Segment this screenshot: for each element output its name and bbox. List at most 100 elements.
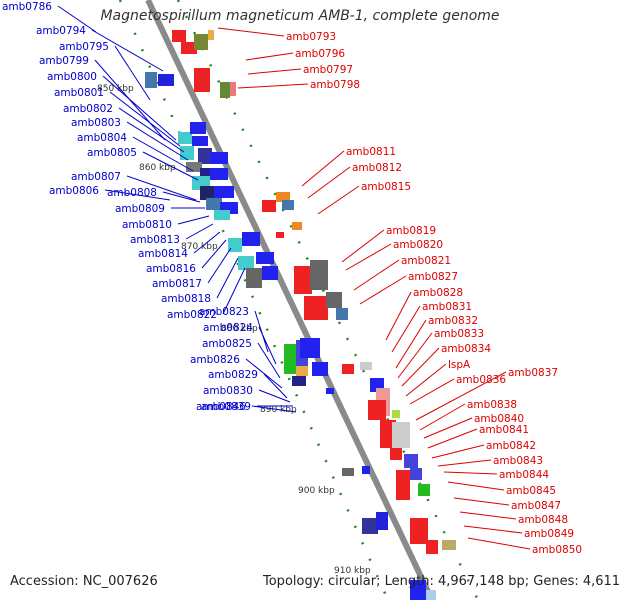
left-gene-leader (177, 215, 210, 225)
gene-feature-10 (190, 122, 206, 134)
right-gene-label: amb0827 (408, 271, 458, 283)
right-gene-label: amb0798 (310, 79, 360, 91)
gene-feature-61 (362, 466, 370, 474)
gene-feature-25 (282, 200, 294, 210)
gene-feature-52 (392, 410, 400, 418)
gene-feature-39 (336, 308, 348, 320)
tick-track-1 (176, 0, 480, 600)
map-title: Magnetospirillum magneticum AMB-1, compl… (100, 8, 500, 24)
left-gene-label: amb0794 (36, 25, 86, 37)
right-gene-label: amb0836 (456, 374, 506, 386)
gene-feature-35 (294, 266, 312, 294)
gene-feature-40 (284, 344, 298, 374)
right-gene-leader (217, 27, 285, 37)
left-gene-leader (258, 326, 277, 365)
right-gene-label: amb0849 (524, 528, 574, 540)
gene-feature-43 (296, 366, 308, 376)
right-gene-label: amb0815 (361, 181, 411, 193)
gene-feature-62 (362, 518, 378, 534)
left-gene-label: amb0808 (107, 187, 157, 199)
gene-feature-65 (426, 540, 438, 554)
right-gene-leader (419, 403, 466, 431)
right-gene-leader (359, 275, 407, 305)
gene-feature-37 (304, 296, 328, 320)
gene-feature-19 (200, 186, 218, 200)
left-label-layer: amb0786amb0794amb0795amb0799amb0800amb08… (2, 1, 297, 413)
left-gene-label: amb0814 (138, 248, 188, 260)
left-gene-label: amb0824 (203, 322, 253, 334)
left-gene-label: amb0809 (115, 203, 165, 215)
right-gene-leader (245, 52, 294, 61)
left-gene-leader (216, 257, 239, 299)
gene-feature-11 (192, 136, 208, 146)
right-gene-leader (307, 166, 351, 199)
right-label-layer: amb0793amb0796amb0797amb0798amb0811amb08… (217, 27, 582, 556)
right-gene-label: amb0793 (286, 31, 336, 43)
left-gene-leader (185, 223, 214, 240)
gene-feature-8 (230, 82, 236, 96)
right-gene-leader (423, 417, 473, 439)
left-gene-leader (258, 389, 291, 403)
right-gene-label: amb0847 (511, 500, 561, 512)
left-gene-label: amb0829 (208, 369, 258, 381)
right-gene-label: amb0844 (499, 469, 549, 481)
left-gene-label: amb0800 (47, 71, 97, 83)
gene-feature-46 (326, 388, 334, 394)
right-gene-leader (437, 459, 492, 467)
right-gene-label: amb0842 (486, 440, 536, 452)
gene-feature-54 (392, 422, 410, 448)
left-gene-leader (109, 91, 181, 147)
gene-feature-17 (210, 168, 228, 180)
right-gene-label: amb0850 (532, 544, 582, 556)
left-gene-leader (132, 136, 194, 172)
right-gene-label: amb0820 (393, 239, 443, 251)
gene-feature-12 (180, 146, 194, 160)
right-gene-leader (427, 428, 478, 449)
gene-feature-42 (300, 338, 320, 358)
gene-feature-29 (228, 238, 242, 252)
right-gene-label: amb0831 (422, 301, 472, 313)
right-gene-label: amb0819 (386, 225, 436, 237)
gene-feature-2 (194, 34, 208, 50)
left-gene-leader (193, 231, 221, 254)
gene-feature-58 (396, 470, 410, 500)
left-gene-leader (114, 45, 151, 101)
gene-feature-51 (368, 400, 386, 420)
gene-feature-24 (276, 192, 290, 202)
tick-layer (118, 0, 480, 600)
left-gene-leader (245, 358, 283, 389)
left-gene-label: amb0810 (122, 219, 172, 231)
topology-text: Topology: circular; Length: 4,967,148 bp… (263, 574, 620, 589)
left-gene-label: amb0817 (152, 278, 202, 290)
tick-track-0 (118, 0, 390, 600)
right-gene-leader (341, 229, 385, 263)
gene-feature-21 (206, 198, 222, 210)
gene-feature-1 (181, 42, 197, 54)
gene-feature-13 (198, 148, 212, 164)
right-gene-label: amb0841 (479, 424, 529, 436)
left-gene-label: amb0803 (71, 117, 121, 129)
gene-feature-36 (310, 260, 328, 290)
left-gene-label: amb0795 (59, 41, 109, 53)
gene-feature-63 (376, 512, 388, 530)
gene-feature-67 (410, 580, 426, 600)
right-gene-label: amb0843 (493, 455, 543, 467)
left-gene-leader (142, 151, 199, 181)
gene-feature-47 (342, 364, 354, 374)
left-gene-label: amb0786 (2, 1, 52, 13)
gene-feature-64 (410, 518, 428, 544)
right-gene-leader (447, 481, 505, 491)
right-gene-label: amb0837 (508, 367, 558, 379)
gene-feature-26 (262, 200, 276, 212)
kbp-marker: 910 kbp (334, 566, 371, 576)
right-gene-leader (317, 185, 360, 215)
kbp-marker: 880 kbp (221, 324, 258, 334)
gene-feature-4 (145, 72, 157, 88)
left-gene-leader (251, 405, 297, 413)
gene-feature-27 (292, 222, 302, 230)
right-gene-label: amb0796 (295, 48, 345, 60)
right-gene-leader (453, 497, 510, 506)
right-gene-label: amb0848 (518, 514, 568, 526)
left-gene-leader (207, 247, 232, 284)
